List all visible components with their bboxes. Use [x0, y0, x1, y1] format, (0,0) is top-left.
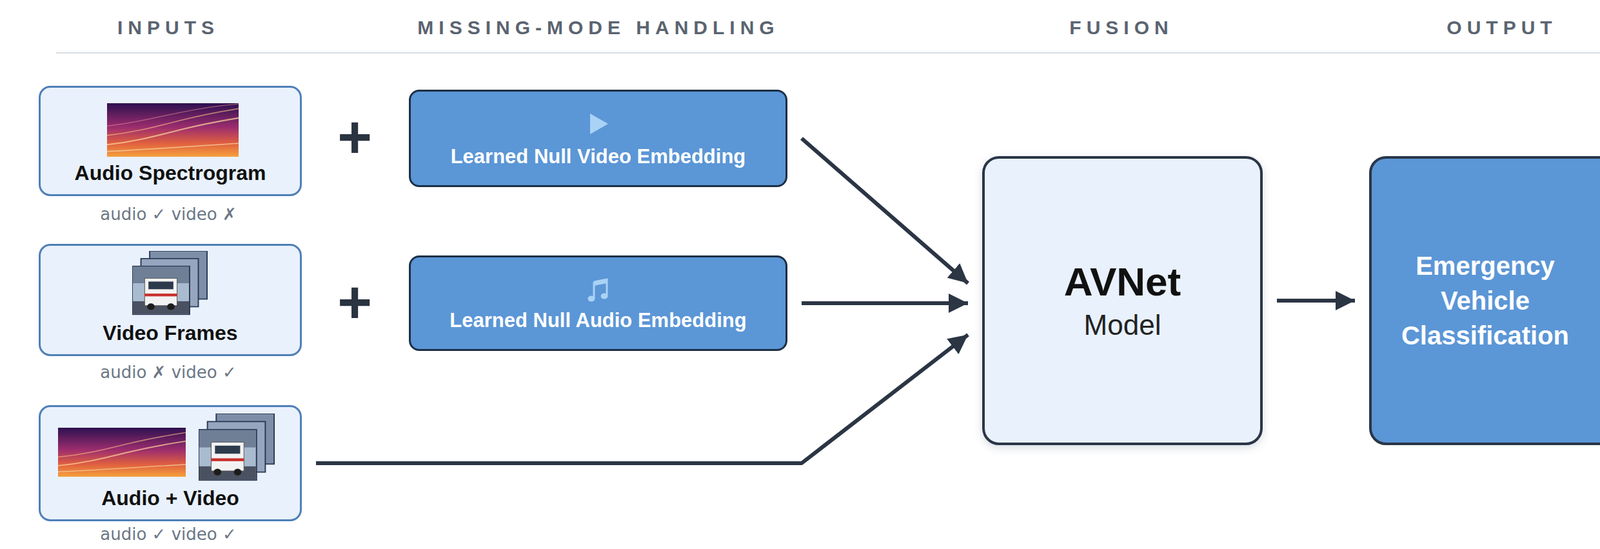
- box-label: Video Frames: [102, 321, 238, 346]
- model-box: AVNetModel: [982, 156, 1263, 445]
- audio-icon: [587, 277, 610, 303]
- flow-arrow: [801, 138, 968, 284]
- flow-arrow: [1276, 298, 1355, 303]
- column-header: INPUTS: [117, 16, 220, 39]
- box-label: Audio Spectrogram: [74, 161, 267, 186]
- input-box: Audio Spectrogram: [38, 85, 302, 197]
- box-label: AVNet: [1064, 257, 1181, 306]
- embedding-box: Learned Null Audio Embedding: [408, 255, 788, 351]
- column-header: FUSION: [1069, 16, 1174, 39]
- spectrogram-image: [107, 103, 239, 157]
- input-box: Video Frames: [38, 243, 302, 356]
- column-header: MISSING-MODE HANDLING: [417, 16, 780, 39]
- column-header: OUTPUT: [1446, 16, 1557, 39]
- modality-caption: audio ✓ video ✗: [99, 204, 237, 224]
- box-label: Audio + Video: [101, 486, 240, 511]
- flow-arrow: [316, 334, 968, 464]
- modality-caption: audio ✓ video ✓: [99, 524, 237, 544]
- video-icon: [587, 112, 610, 136]
- spectrogram-image: [58, 427, 186, 477]
- video-frames-image: [198, 413, 276, 482]
- embedding-box: Learned Null Video Embedding: [408, 89, 788, 188]
- video-frames-image: [132, 250, 209, 316]
- plus-sign: +: [337, 272, 373, 332]
- plus-sign: +: [337, 107, 373, 167]
- box-label: Emergency Vehicle Classification: [1391, 248, 1580, 353]
- box-label: Learned Null Audio Embedding: [449, 308, 747, 333]
- header-line: [56, 52, 1600, 54]
- box-label: Learned Null Video Embedding: [450, 145, 747, 169]
- flow-arrow: [801, 301, 968, 306]
- box-sublabel: Model: [1084, 306, 1162, 344]
- output-box: Emergency Vehicle Classification: [1369, 156, 1600, 445]
- input-box: Audio + Video: [38, 404, 302, 522]
- modality-caption: audio ✗ video ✓: [99, 362, 237, 382]
